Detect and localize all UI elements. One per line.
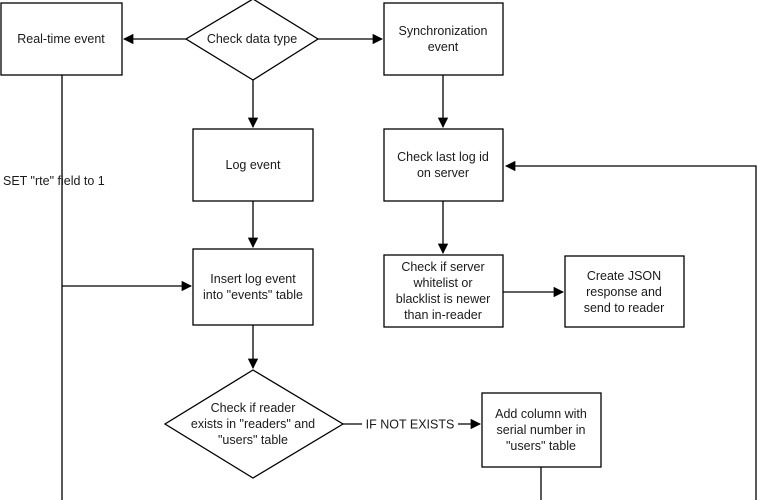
node-label-line: Real-time event: [17, 32, 105, 46]
node-label-line: Check if server: [401, 260, 484, 274]
process-log-event: Log event: [192, 128, 314, 202]
process-check-whitelist: Check if server whitelist or blacklist is …: [383, 254, 504, 328]
node-label: Add column with serial number in "users" t…: [495, 407, 587, 453]
node-label-line: exists in "readers" and: [191, 417, 315, 431]
node-label-line: on server: [417, 166, 469, 180]
node-label: Log event: [226, 158, 281, 172]
node-label: Real-time event: [17, 32, 105, 46]
node-label: Check last log id on server: [397, 150, 489, 180]
node-label-line: send to reader: [584, 301, 665, 315]
node-label-line: Insert log event: [210, 272, 296, 286]
node-label-line: event: [428, 40, 459, 54]
node-label: Check if reader exists in "readers" and "u…: [191, 401, 315, 447]
node-label-line: "users" table: [218, 433, 288, 447]
node-label-line: "users" table: [506, 439, 576, 453]
edge-label-background: [362, 416, 458, 432]
node-label: Synchronization event: [399, 24, 488, 54]
node-label: Check data type: [207, 32, 297, 46]
node-label-line: Create JSON: [587, 269, 661, 283]
process-add-column-serial: Add column with serial number in "users" t…: [481, 392, 602, 468]
node-label-line: Check if reader: [211, 401, 296, 415]
node-label: Check if server whitelist or blacklist is …: [396, 260, 490, 322]
process-check-last-log-id: Check last log id on server: [383, 128, 504, 202]
node-label-line: Check last log id: [397, 150, 489, 164]
edge-label-if-not-exists: IF NOT EXISTS: [366, 418, 455, 432]
node-label-line: whitelist or: [412, 276, 472, 290]
node-label-line: blacklist is newer: [396, 292, 490, 306]
node-label-line: serial number in: [497, 423, 586, 437]
node-label-line: Log event: [226, 158, 281, 172]
node-label: Create JSON response and send to reader: [584, 269, 665, 315]
edge-right-rail-to-check-last-log-id: [504, 160, 757, 500]
process-synchronization-event: Synchronization event: [383, 2, 504, 76]
node-label-line: Check data type: [207, 32, 297, 46]
node-label-line: Add column with: [495, 407, 587, 421]
decision-check-data-type: Check data type: [184, 0, 320, 81]
node-label-line: than in-reader: [404, 308, 482, 322]
process-insert-log-event: Insert log event into "events" table: [192, 248, 314, 326]
node-label-line: Synchronization: [399, 24, 488, 38]
process-real-time-event: Real-time event: [0, 2, 123, 76]
decision-check-reader-exists: Check if reader exists in "readers" and "u…: [163, 369, 345, 479]
node-label: Insert log event into "events" table: [203, 272, 303, 302]
edge-label-set-rte: SET "rte" field to 1: [3, 174, 105, 188]
process-create-json-response: Create JSON response and send to reader: [564, 255, 685, 328]
node-label-line: into "events" table: [203, 288, 303, 302]
node-label-line: response and: [586, 285, 662, 299]
